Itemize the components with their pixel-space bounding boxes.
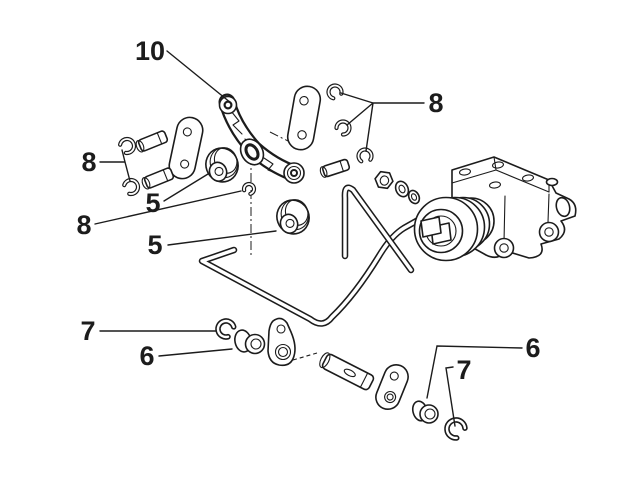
link-pin: [319, 352, 375, 391]
snap-ring: [215, 318, 237, 340]
centerlines: [250, 131, 305, 257]
leader-10: [166, 50, 232, 104]
leader-8-center: [94, 190, 242, 225]
callout-6-lower-right-label: 6: [525, 333, 540, 363]
leader-8-upper-left: [99, 149, 131, 182]
c-clip: [118, 136, 137, 156]
callout-5-lower-label: 5: [147, 230, 162, 260]
torsion-rod: [341, 184, 415, 274]
assembly-guide-line: [292, 352, 318, 361]
link-plate-left: [168, 116, 204, 180]
flange-bolt-hole: [491, 161, 505, 169]
pivot-pin: [141, 167, 175, 190]
drop-link-plate: [267, 317, 296, 367]
mounting-ear: [538, 221, 560, 243]
callout-7-lower-right-label: 7: [456, 355, 471, 385]
mounting-ear: [493, 237, 515, 259]
callout-8-upper-left-label: 8: [81, 147, 96, 177]
flange-bolt-hole: [488, 181, 502, 189]
link-plate-center: [286, 85, 322, 151]
callout-7-lower-left-label: 7: [80, 316, 95, 346]
leader-6-lower-left: [158, 348, 233, 357]
plate-hole: [389, 371, 399, 381]
flange-bolt-hole: [521, 174, 535, 182]
control-arm: [218, 93, 305, 184]
leader-lines: [94, 50, 523, 427]
flange-bolt-hole: [458, 168, 472, 176]
link-rod: [198, 215, 424, 327]
plate-hole: [276, 324, 286, 334]
valve-drum: [413, 196, 495, 262]
pivot-pin: [135, 130, 169, 153]
leader-5-upper: [163, 173, 209, 202]
callout-labels: 10 8 5 8 5 8 7 6 6 7: [76, 36, 540, 385]
callout-5-upper-label: 5: [145, 188, 160, 218]
c-clip: [356, 147, 374, 164]
plate-hole: [180, 159, 190, 169]
side-boss: [555, 196, 571, 218]
callout-6-lower-left-label: 6: [139, 341, 154, 371]
washer: [394, 180, 410, 198]
square-stub-front: [420, 216, 442, 238]
c-clip: [122, 177, 141, 197]
leader-8-upper-right: [340, 92, 425, 152]
plate-hole: [274, 343, 292, 361]
top-boss: [545, 177, 559, 187]
leader-6-lower-right: [426, 345, 523, 399]
ribbed-bushing: [205, 147, 239, 183]
flanged-bushing: [411, 400, 439, 424]
link-plate-lower: [375, 364, 409, 410]
arm-lattice: [263, 157, 279, 175]
callout-8-upper-right-label: 8: [428, 88, 443, 118]
c-clip: [334, 119, 352, 137]
ribbed-bushing: [276, 199, 310, 235]
retaining-ring: [241, 181, 257, 196]
plate-hole: [297, 130, 307, 140]
hex-nut: [374, 170, 394, 190]
flanged-bushing: [234, 329, 266, 355]
plate-centerline: [269, 131, 305, 150]
plate-hole: [182, 127, 192, 137]
callout-10-label: 10: [135, 36, 165, 66]
plate-hole: [299, 95, 309, 106]
arm-lattice: [230, 110, 243, 135]
washer: [407, 189, 421, 205]
snap-ring: [444, 417, 468, 441]
callout-8-center-label: 8: [76, 210, 91, 240]
plate-hole: [384, 390, 397, 404]
c-clip: [326, 83, 344, 101]
clevis-pin: [319, 158, 351, 178]
leader-7-lower-right: [445, 366, 456, 427]
arm-upper-boss: [218, 95, 238, 115]
arm-end-boss: [283, 162, 305, 184]
leader-5-lower: [167, 230, 277, 246]
